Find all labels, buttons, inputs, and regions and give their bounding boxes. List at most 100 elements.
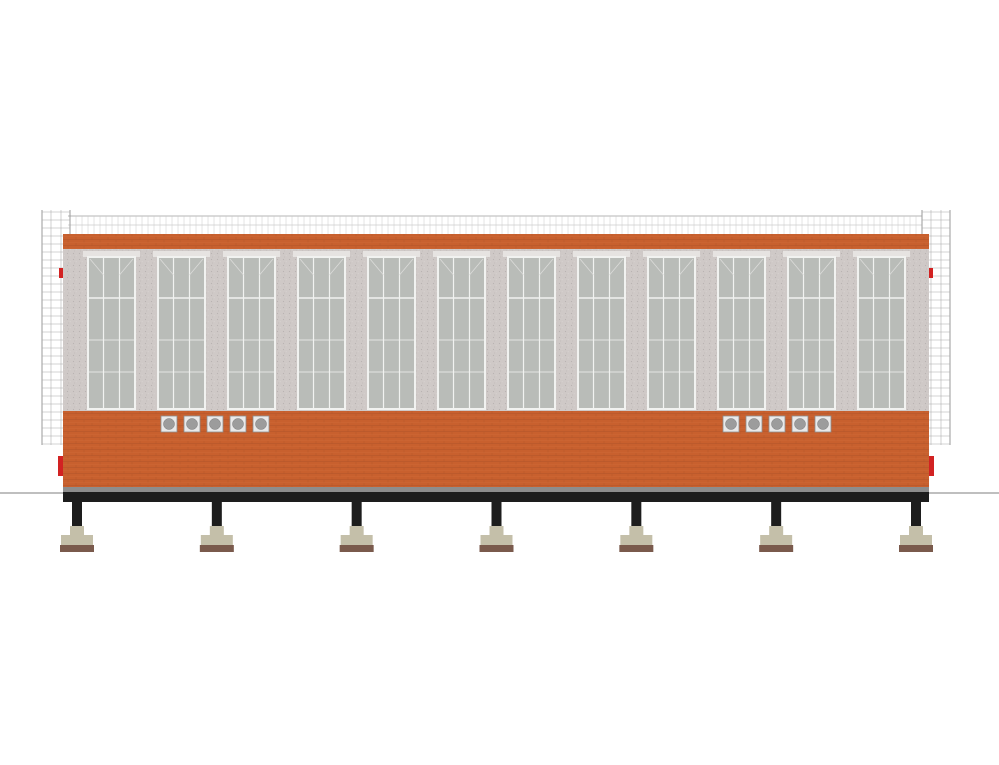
pier-cap	[349, 526, 364, 536]
red-fixture-right-upper	[929, 268, 933, 278]
pier-cap	[209, 526, 224, 536]
window-glass	[577, 256, 626, 410]
window-glass	[647, 256, 696, 410]
window-lintel	[223, 251, 280, 257]
window-lintel	[853, 251, 910, 257]
pier-base	[760, 535, 793, 546]
pier-footing	[339, 545, 374, 552]
window-lintel	[363, 251, 420, 257]
vent-fan	[725, 418, 737, 430]
base-course	[63, 487, 929, 492]
vent-fan	[771, 418, 783, 430]
window	[713, 251, 770, 410]
pier-column	[211, 502, 222, 527]
pier-base	[480, 535, 513, 546]
vent	[768, 415, 786, 433]
vent-group	[160, 415, 270, 433]
facade-parapet	[63, 234, 929, 249]
pier	[339, 502, 374, 552]
vent-fan	[794, 418, 806, 430]
vent-fan	[748, 418, 760, 430]
pier-cap	[909, 526, 923, 536]
pier-column	[491, 502, 502, 527]
pier-footing	[759, 545, 794, 552]
pier-column	[351, 502, 362, 527]
window-opener-line	[859, 258, 874, 276]
pier-base	[620, 535, 653, 546]
vent	[791, 415, 809, 433]
window-opener-line	[749, 258, 764, 276]
window-lintel	[293, 251, 350, 257]
window-opener-line	[119, 258, 134, 276]
steel-beam	[63, 492, 929, 502]
window-glass	[787, 256, 836, 410]
window	[853, 251, 910, 410]
window	[503, 251, 560, 410]
vent-fan	[186, 418, 198, 430]
window	[153, 251, 210, 410]
vent	[745, 415, 763, 433]
window-lintel	[433, 251, 490, 257]
window-glass	[297, 256, 346, 410]
pier-cap	[489, 526, 504, 536]
pier-column	[72, 502, 82, 527]
window-glass	[227, 256, 276, 410]
window	[433, 251, 490, 410]
pier-column	[631, 502, 642, 527]
pier-base	[340, 535, 373, 546]
vent-fan	[163, 418, 175, 430]
pier-footing	[619, 545, 654, 552]
pier	[479, 502, 514, 552]
pier-base	[61, 535, 93, 546]
window-opener-line	[469, 258, 484, 276]
window-opener-line	[579, 258, 594, 276]
window-lintel	[83, 251, 140, 257]
window-opener-line	[649, 258, 664, 276]
window-opener-line	[299, 258, 314, 276]
window-glass	[437, 256, 486, 410]
window-opener-line	[679, 258, 694, 276]
window-opener-line	[89, 258, 104, 276]
window	[363, 251, 420, 410]
window-opener-line	[259, 258, 274, 276]
side-fixtures	[58, 268, 934, 476]
vent-group	[722, 415, 832, 433]
window-opener-line	[329, 258, 344, 276]
red-fixture-right-lower	[929, 456, 934, 476]
facade-upper-wall	[63, 249, 929, 412]
window-lintel	[573, 251, 630, 257]
pier-cap	[769, 526, 784, 536]
vent	[183, 415, 201, 433]
window-lintel	[153, 251, 210, 257]
window-opener-line	[889, 258, 904, 276]
window-opener-line	[789, 258, 804, 276]
window-lintel	[503, 251, 560, 257]
pier	[619, 502, 654, 552]
pier-cap	[70, 526, 84, 536]
window-opener-line	[159, 258, 174, 276]
pier-column	[911, 502, 921, 527]
window	[783, 251, 840, 410]
pier	[759, 502, 794, 552]
window-lintel	[713, 251, 770, 257]
roof-railing	[68, 215, 923, 234]
window-opener-line	[719, 258, 734, 276]
window-opener-line	[509, 258, 524, 276]
window-glass	[717, 256, 766, 410]
vent	[252, 415, 270, 433]
vent-groups	[160, 415, 832, 433]
window-lintel	[643, 251, 700, 257]
vent	[229, 415, 247, 433]
pier-cap	[629, 526, 644, 536]
pier-column	[771, 502, 782, 527]
vent	[206, 415, 224, 433]
window-opener-line	[539, 258, 554, 276]
window-glass	[87, 256, 136, 410]
pier-base	[200, 535, 233, 546]
window-opener-line	[189, 258, 204, 276]
window-opener-line	[229, 258, 244, 276]
window-opener-line	[369, 258, 384, 276]
window-glass	[367, 256, 416, 410]
window-opener-line	[399, 258, 414, 276]
